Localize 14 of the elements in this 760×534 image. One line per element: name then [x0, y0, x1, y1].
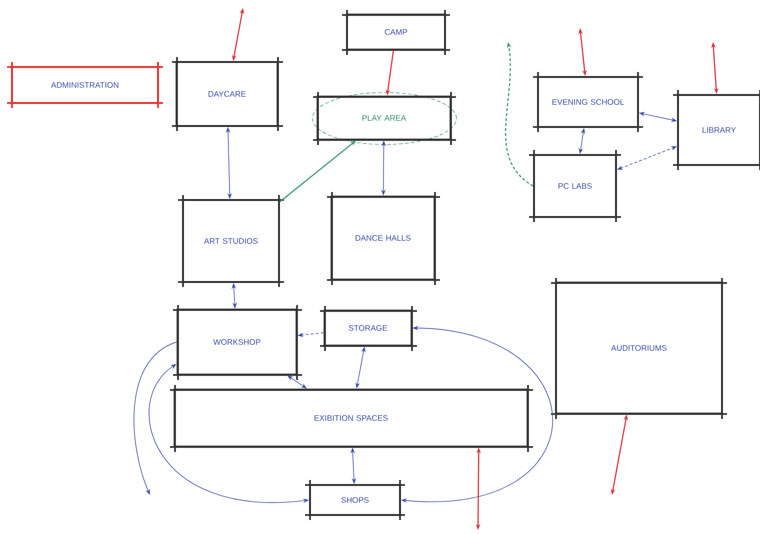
- room-box: WORKSHOP: [172, 304, 303, 381]
- room-box: PLAY AREA: [312, 91, 457, 146]
- room-box: CAMP: [341, 9, 451, 56]
- room-box: LIBRARY: [672, 89, 760, 171]
- room-box: EVENING SCHOOL: [532, 71, 644, 133]
- room-box: AUDITORIUMS: [550, 277, 728, 420]
- room-box: DANCE HALLS: [326, 191, 441, 286]
- room-box: ART STUDIOS: [177, 194, 285, 288]
- room-box: SHOPS: [304, 479, 406, 521]
- room-box: DAYCARE: [171, 56, 284, 132]
- room-box: PC LABS: [528, 149, 622, 223]
- room-box: STORAGE: [319, 305, 418, 352]
- room-box: ADMINISTRATION: [6, 61, 164, 109]
- room-box: EXIBITION SPACES: [169, 384, 534, 453]
